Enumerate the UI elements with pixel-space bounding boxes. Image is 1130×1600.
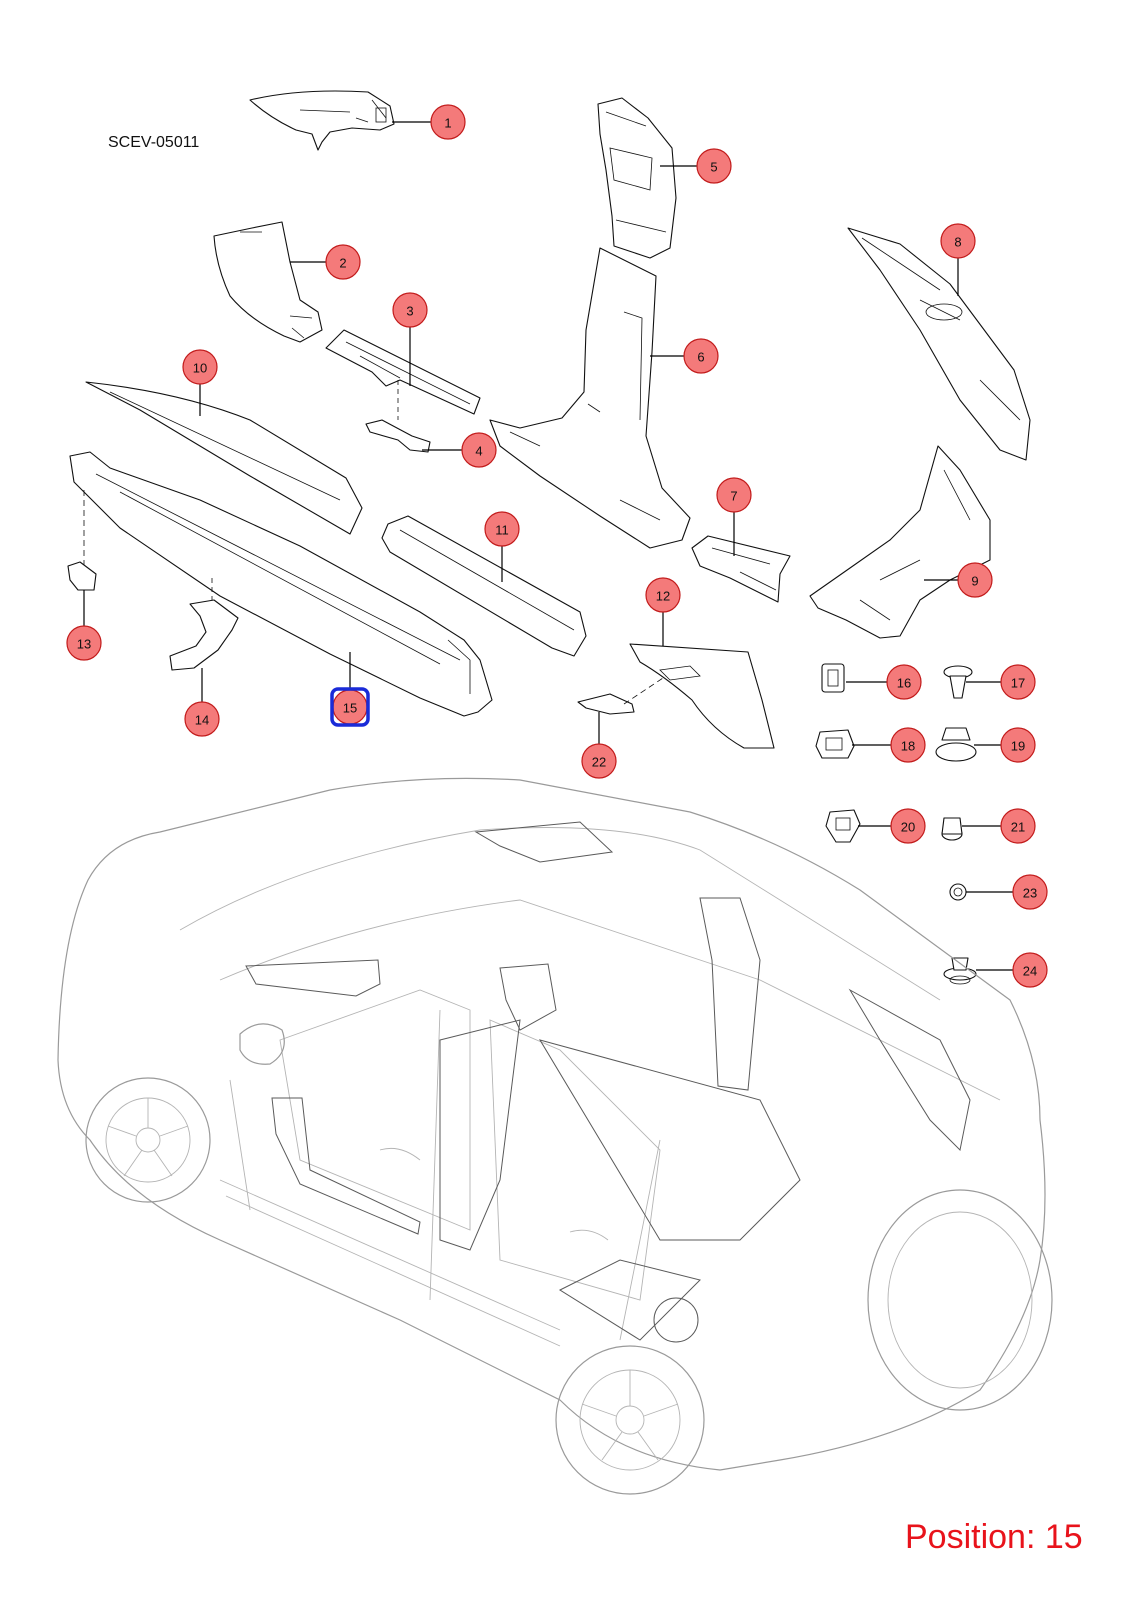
- callout-16[interactable]: 16: [886, 664, 922, 700]
- callout-21[interactable]: 21: [1000, 808, 1036, 844]
- callout-14[interactable]: 14: [184, 701, 220, 737]
- callout-19[interactable]: 19: [1000, 727, 1036, 763]
- fastener-20: [825, 809, 861, 843]
- callout-circle[interactable]: [184, 701, 220, 737]
- callout-9[interactable]: 9: [957, 562, 993, 598]
- fastener-18: [815, 729, 855, 759]
- callout-3[interactable]: 3: [392, 292, 428, 328]
- part-1-trim: [249, 90, 395, 151]
- part-22-clip: [577, 675, 667, 715]
- part-3-scuff: [325, 329, 481, 415]
- callout-circle[interactable]: [325, 244, 361, 280]
- callout-18[interactable]: 18: [890, 727, 926, 763]
- callout-7[interactable]: 7: [716, 477, 752, 513]
- vehicle-drawing: [57, 777, 1053, 1495]
- callout-6[interactable]: 6: [683, 338, 719, 374]
- part-9-trim: [809, 445, 991, 639]
- callout-circle[interactable]: [696, 148, 732, 184]
- callout-circle[interactable]: [890, 808, 926, 844]
- callout-circle[interactable]: [1000, 727, 1036, 763]
- part-10-strip: [85, 381, 363, 535]
- position-label: Position: 15: [905, 1518, 1083, 1556]
- callout-5[interactable]: 5: [696, 148, 732, 184]
- callout-circle[interactable]: [957, 562, 993, 598]
- part-5-pillar: [597, 97, 677, 259]
- callout-circle[interactable]: [484, 511, 520, 547]
- part-7-scuff: [691, 535, 791, 603]
- callout-2[interactable]: 2: [325, 244, 361, 280]
- fastener-23: [949, 883, 967, 901]
- callout-15[interactable]: 15: [330, 687, 370, 727]
- callout-1[interactable]: 1: [430, 104, 466, 140]
- part-2-trim: [213, 221, 323, 343]
- part-8-pillar: [847, 227, 1031, 461]
- fastener-16: [821, 663, 845, 693]
- part-11-molding: [381, 515, 587, 657]
- callout-circle[interactable]: [392, 292, 428, 328]
- callout-circle[interactable]: [182, 349, 218, 385]
- fastener-21: [941, 817, 963, 841]
- callout-circle[interactable]: [581, 743, 617, 779]
- callout-circle[interactable]: [1000, 664, 1036, 700]
- callout-circle[interactable]: [332, 689, 368, 725]
- callout-circle[interactable]: [940, 223, 976, 259]
- callout-4[interactable]: 4: [461, 432, 497, 468]
- callout-circle[interactable]: [1000, 808, 1036, 844]
- diagram-code: SCEV-05011: [108, 134, 200, 151]
- callout-8[interactable]: 8: [940, 223, 976, 259]
- part-6-pillar: [489, 247, 691, 549]
- callout-22[interactable]: 22: [581, 743, 617, 779]
- fastener-17: [943, 665, 973, 699]
- callout-circle[interactable]: [886, 664, 922, 700]
- part-4-bracket: [365, 380, 431, 453]
- callout-13[interactable]: 13: [66, 625, 102, 661]
- callout-circle[interactable]: [716, 477, 752, 513]
- fastener-19: [935, 727, 977, 762]
- callout-circle[interactable]: [430, 104, 466, 140]
- callout-23[interactable]: 23: [1012, 874, 1048, 910]
- callout-10[interactable]: 10: [182, 349, 218, 385]
- callout-circle[interactable]: [66, 625, 102, 661]
- callout-11[interactable]: 11: [484, 511, 520, 547]
- callout-circle[interactable]: [890, 727, 926, 763]
- part-14-bracket: [169, 578, 239, 671]
- callout-20[interactable]: 20: [890, 808, 926, 844]
- part-12-trim: [629, 643, 775, 749]
- callout-circle[interactable]: [461, 432, 497, 468]
- leader-lines: [83, 121, 1013, 971]
- callout-circle[interactable]: [1012, 874, 1048, 910]
- callout-24[interactable]: 24: [1012, 952, 1048, 988]
- callout-circle[interactable]: [645, 577, 681, 613]
- callout-circle[interactable]: [1012, 952, 1048, 988]
- callout-17[interactable]: 17: [1000, 664, 1036, 700]
- callout-12[interactable]: 12: [645, 577, 681, 613]
- part-13-bracket: [67, 490, 97, 591]
- selected-callout-highlight: [330, 687, 370, 727]
- callout-circle[interactable]: [683, 338, 719, 374]
- part-15-rocker-panel: [69, 451, 493, 717]
